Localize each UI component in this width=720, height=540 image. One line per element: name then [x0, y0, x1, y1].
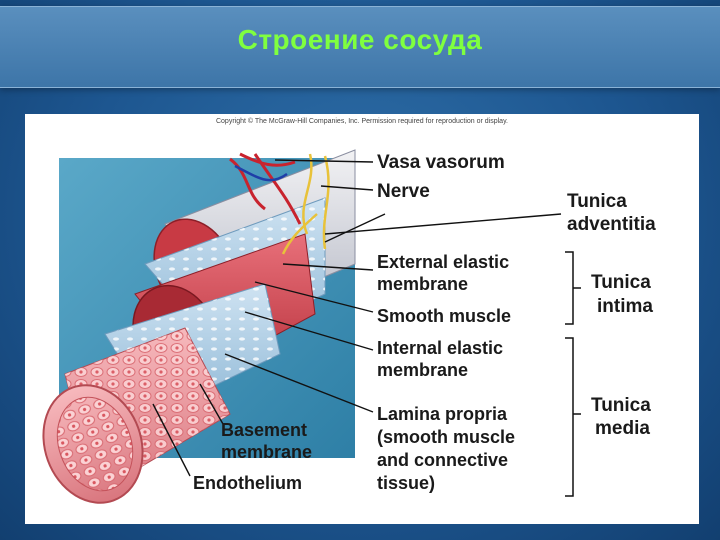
- label-smooth-muscle: Smooth muscle: [377, 306, 511, 326]
- label-tunica-intima-line2: intima: [597, 296, 653, 317]
- slide-title: Строение сосуда: [237, 24, 483, 55]
- label-tunica-intima-line1: Tunica: [591, 272, 651, 293]
- label-basement-membrane-line1: Basement: [221, 420, 307, 440]
- vasa-vasorum-vessels: [229, 152, 302, 225]
- title-bar: [0, 6, 720, 88]
- tunica-media-bracket: [565, 337, 581, 497]
- label-lamina-propria-line3: and connective: [377, 450, 508, 470]
- label-external-elastic-line1: External elastic: [377, 252, 509, 272]
- leader-lines: [152, 159, 562, 477]
- diagram-panel: Copyright © The McGraw-Hill Companies, I…: [25, 114, 699, 524]
- tunica-intima-bracket: [565, 251, 581, 325]
- label-vasa-vasorum: Vasa vasorum: [377, 152, 505, 173]
- label-internal-elastic-line2: membrane: [377, 360, 468, 380]
- nerve-fibers: [281, 153, 330, 255]
- label-nerve: Nerve: [377, 181, 430, 202]
- vessel-diagram: Vasa vasorum Nerve Tunica adventitia Ext…: [42, 149, 656, 504]
- copyright-notice: Copyright © The McGraw-Hill Companies, I…: [215, 118, 508, 125]
- label-tunica-media-line1: Tunica: [591, 395, 651, 416]
- label-external-elastic-line2: membrane: [377, 274, 468, 294]
- label-lamina-propria-line2: (smooth muscle: [377, 427, 515, 447]
- label-tunica-media-line2: media: [595, 418, 650, 439]
- label-internal-elastic-line1: Internal elastic: [377, 338, 503, 358]
- label-tunica-adventitia-line2: adventitia: [567, 214, 656, 235]
- lumen: [56, 396, 134, 492]
- label-tunica-adventitia-line1: Tunica: [567, 191, 627, 212]
- label-lamina-propria-line4: tissue): [377, 473, 435, 493]
- vasa-vasorum-veins: [234, 164, 288, 182]
- label-lamina-propria-line1: Lamina propria: [377, 404, 508, 424]
- label-endothelium: Endothelium: [193, 473, 302, 493]
- label-basement-membrane-line2: membrane: [221, 442, 312, 462]
